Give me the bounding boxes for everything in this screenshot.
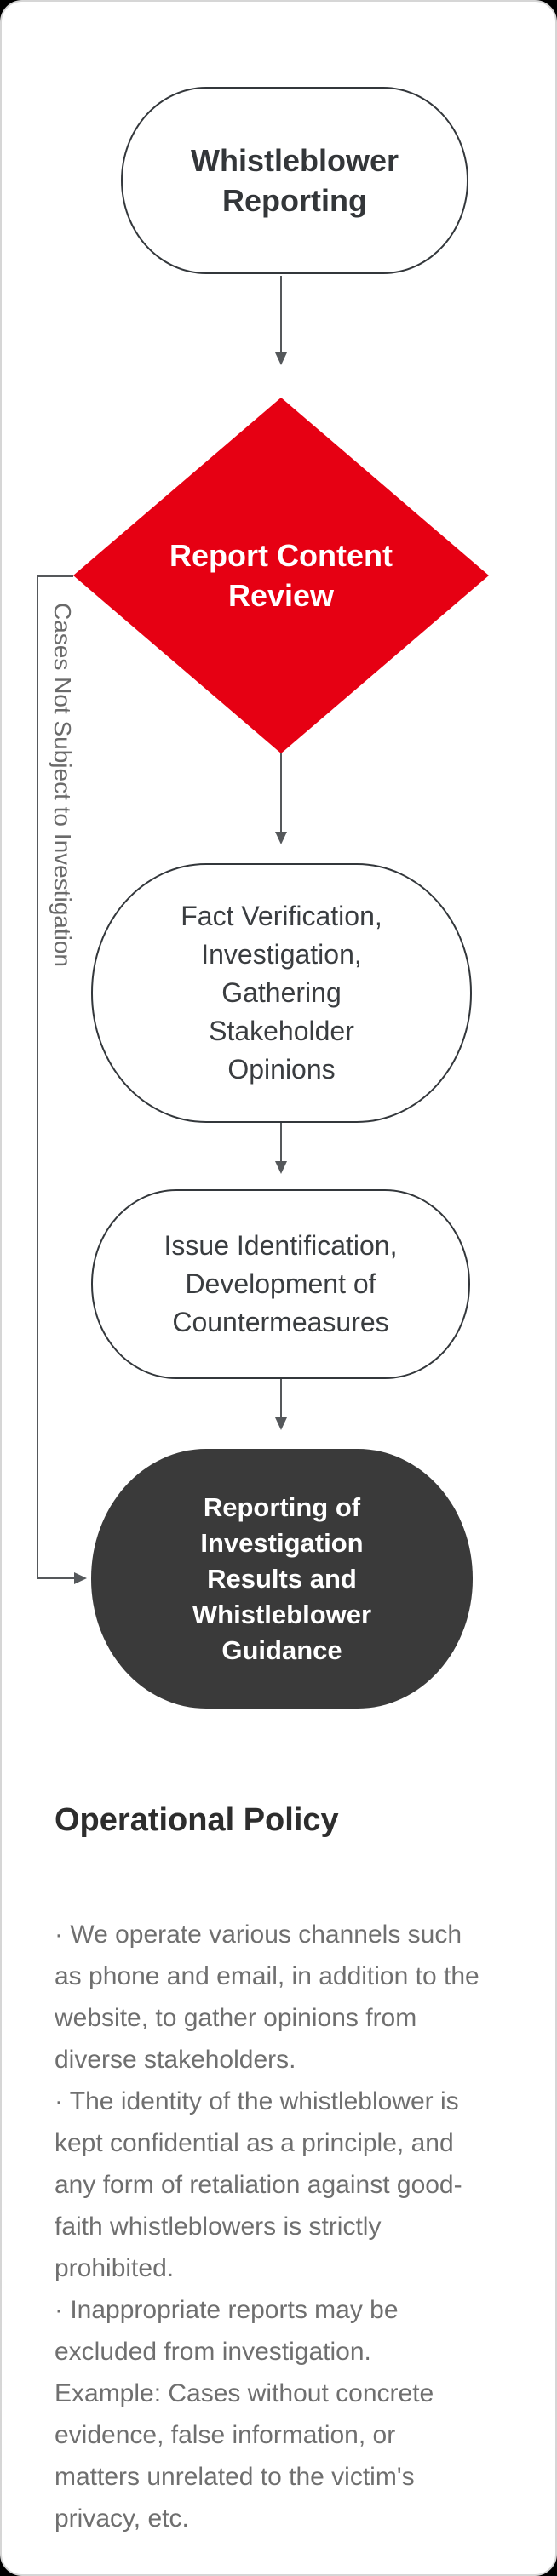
flow-node-report-content-review: Report Content Review bbox=[73, 398, 489, 753]
operational-policy-body: · We operate various channels such as ph… bbox=[55, 1921, 479, 2533]
arrowhead-down-icon bbox=[275, 1417, 287, 1430]
flow-node-fact-verification: Fact Verification, Investigation, Gather… bbox=[91, 863, 472, 1123]
arrowhead-down-icon bbox=[275, 832, 287, 844]
flow-node-reporting-results: Reporting of Investigation Results and W… bbox=[91, 1449, 473, 1709]
bypass-branch-label: Cases Not Subject to Investigation bbox=[49, 602, 76, 967]
arrowhead-right-icon bbox=[74, 1572, 87, 1584]
arrowhead-down-icon bbox=[275, 1161, 287, 1174]
operational-policy-title: Operational Policy bbox=[55, 1802, 339, 1838]
flow-node-issue-identification: Issue Identification, Development of Cou… bbox=[91, 1189, 470, 1379]
arrowhead-down-icon bbox=[275, 352, 287, 365]
flow-node-whistleblower-reporting: Whistleblower Reporting bbox=[121, 87, 468, 274]
